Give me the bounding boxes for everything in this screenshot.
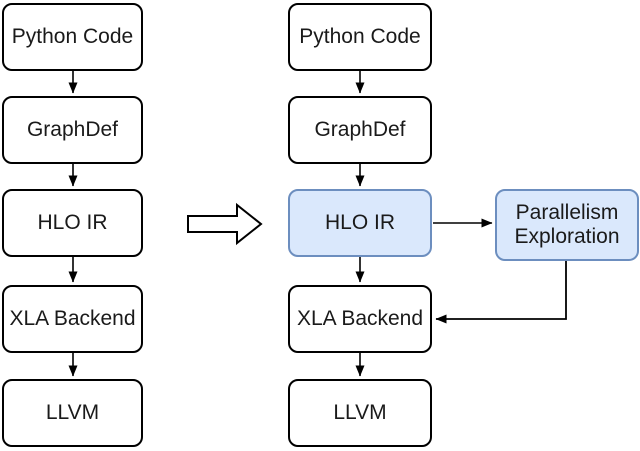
transform-arrow-icon [187, 202, 263, 246]
node-llvm-left: LLVM [2, 379, 143, 447]
node-python-code-right: Python Code [288, 3, 432, 71]
node-xla-backend-right: XLA Backend [288, 285, 432, 353]
node-parallelism-exploration: Parallelism Exploration [495, 189, 639, 261]
node-hlo-ir-right-highlighted: HLO IR [288, 189, 432, 257]
node-python-code-left: Python Code [2, 3, 143, 71]
parallelism-to-xla-arrow [435, 261, 567, 324]
node-graphdef-right: GraphDef [288, 96, 432, 164]
node-llvm-right: LLVM [288, 379, 432, 447]
node-graphdef-left: GraphDef [2, 96, 143, 164]
node-xla-backend-left: XLA Backend [2, 285, 143, 353]
node-hlo-ir-left: HLO IR [2, 189, 143, 257]
